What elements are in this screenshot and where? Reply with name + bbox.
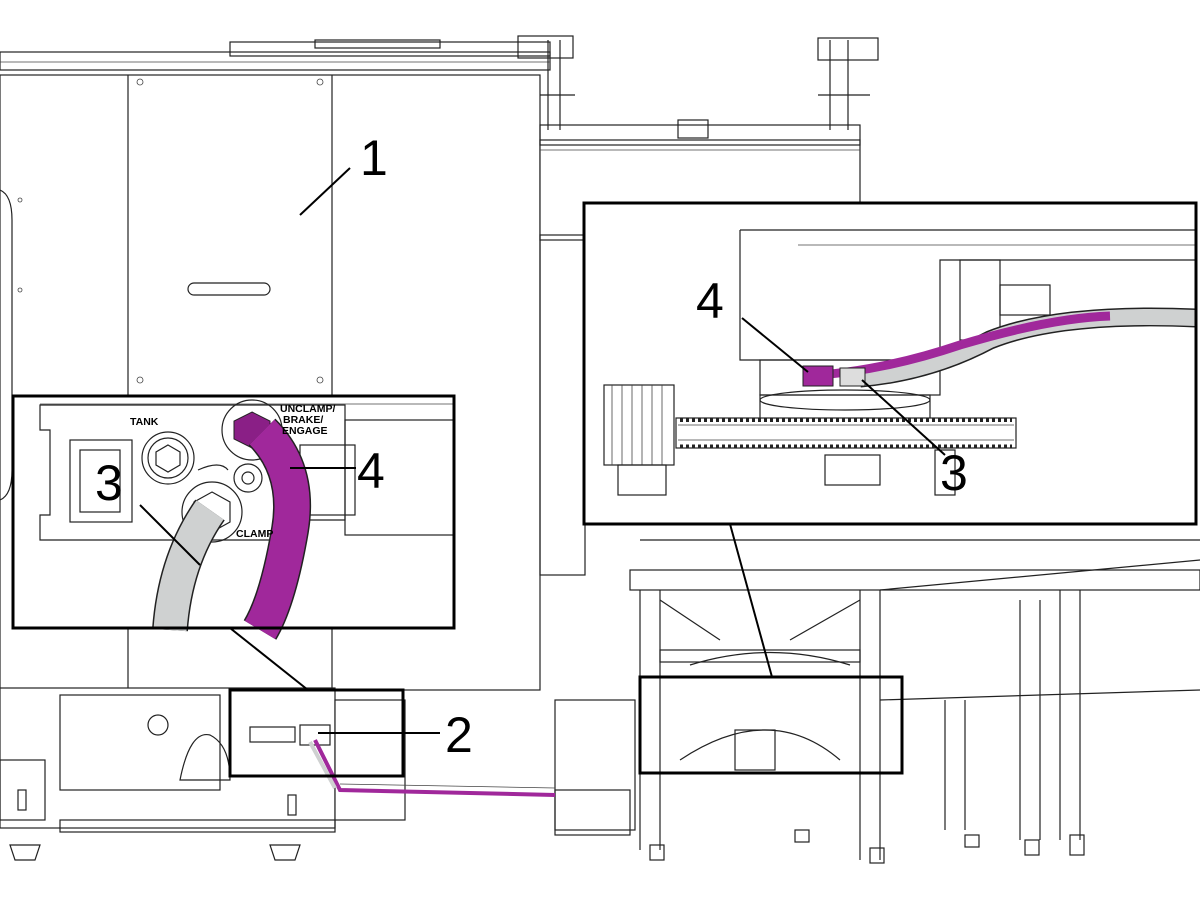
callout-2: 2 (445, 707, 473, 763)
unclamp-label-line3: ENGAGE (282, 425, 328, 437)
rotary-table-zoom-inset (584, 203, 1197, 524)
tank-label: TANK (130, 416, 159, 428)
rotary-target-box (638, 675, 904, 775)
unclamp-label-line2: BRAKE/ (283, 414, 323, 426)
leader-zoom-to-target (729, 523, 773, 678)
callout-4-detail: 4 (357, 443, 385, 499)
callout-3-zoom: 3 (940, 445, 968, 501)
callout-3-detail: 3 (95, 455, 123, 511)
callout-4-zoom: 4 (696, 273, 724, 329)
unclamp-label-line1: UNCLAMP/ (280, 403, 335, 415)
leader-detail-to-2 (229, 627, 309, 691)
leader-line-1 (299, 167, 351, 216)
valve-detail-frame (11, 394, 456, 630)
callout-1: 1 (360, 130, 388, 186)
clamp-label: CLAMP (236, 528, 273, 540)
rotary-zoom-frame (582, 201, 1198, 526)
valve-detail-inset: TANK UNCLAMP/ BRAKE/ ENGAGE CLAMP (13, 396, 455, 640)
